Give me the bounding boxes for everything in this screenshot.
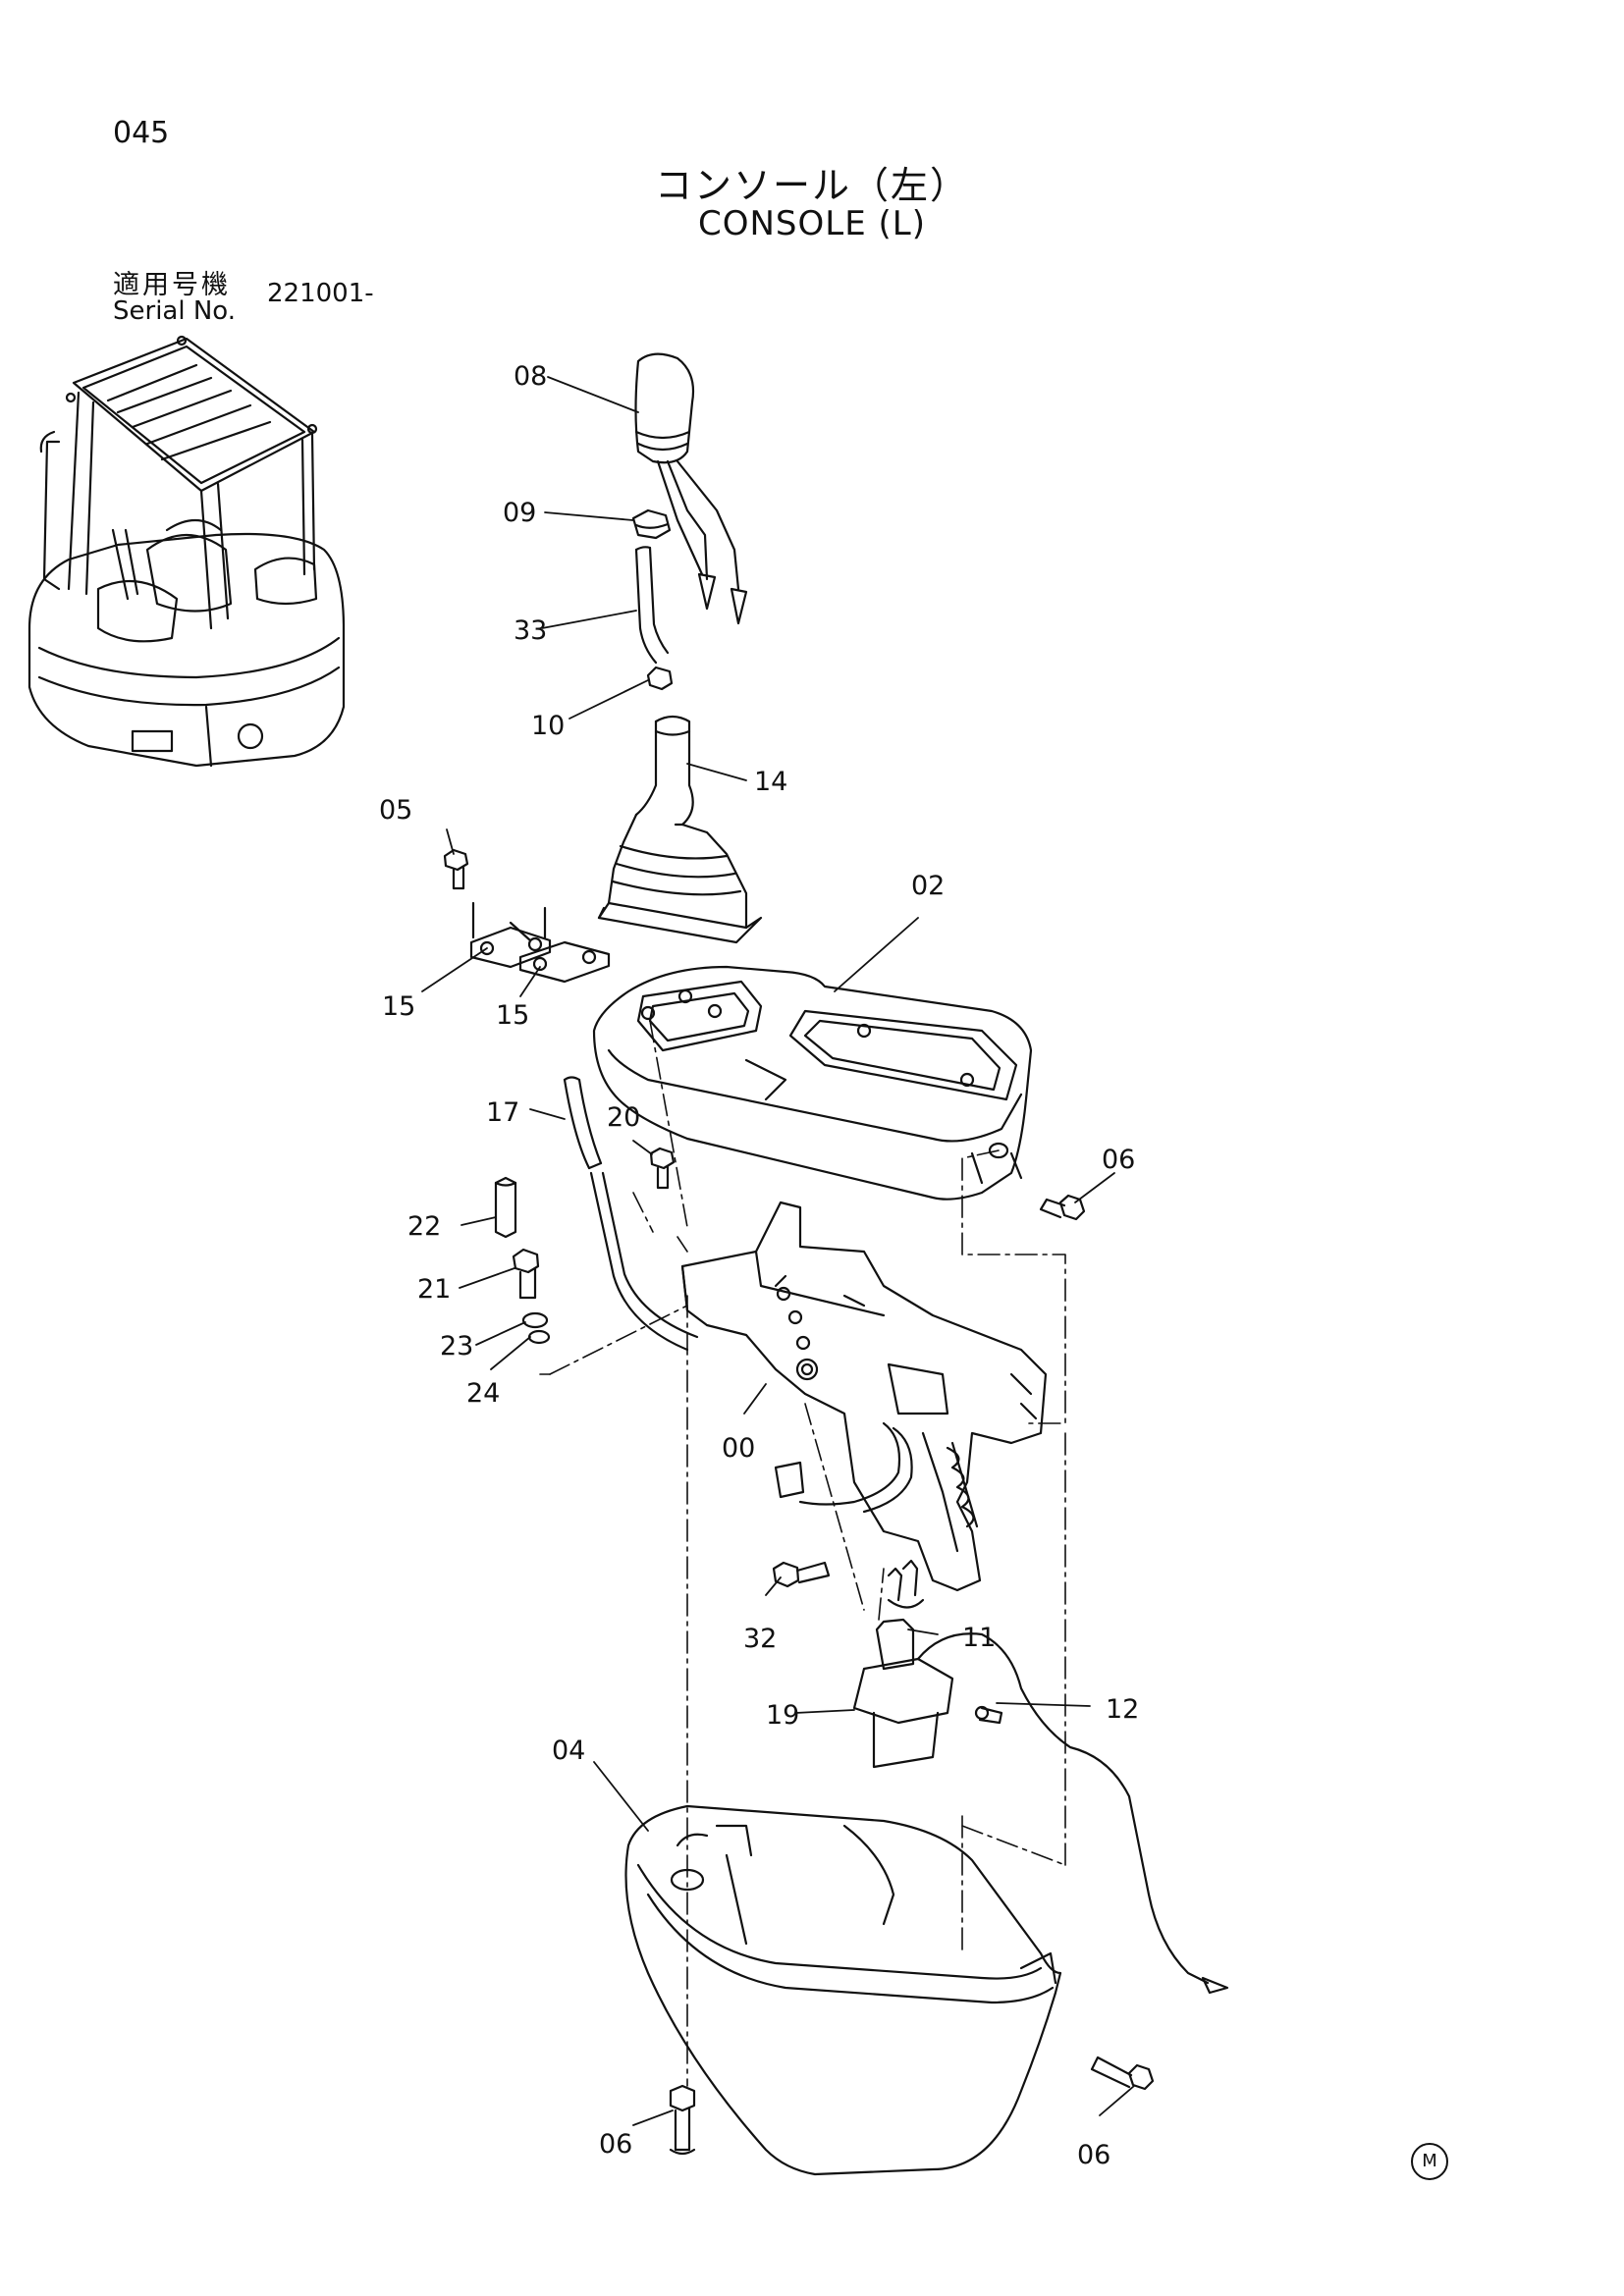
- callout-11: 11: [962, 1623, 996, 1653]
- page-number: 045: [113, 116, 170, 150]
- part-04-lower-cover: [624, 1804, 1062, 2176]
- callout-05: 05: [379, 795, 412, 826]
- part-19-switch-assembly: [852, 1559, 1229, 1995]
- part-32-bolt: [772, 1561, 831, 1588]
- part-06-screws-lower: [669, 2056, 1155, 2156]
- callout-24: 24: [466, 1378, 500, 1409]
- callout-32: 32: [743, 1624, 777, 1654]
- callout-02: 02: [911, 871, 945, 901]
- serial-label-english: Serial No.: [113, 296, 236, 326]
- corner-mark-m: M: [1411, 2143, 1448, 2180]
- callout-33: 33: [514, 615, 547, 646]
- callout-22: 22: [407, 1211, 441, 1242]
- part-00-pilot-valve-bracket: [680, 1201, 1048, 1592]
- callout-10: 10: [531, 711, 565, 741]
- leader-lines: [421, 376, 1135, 2126]
- serial-number-value: 221001-: [267, 279, 374, 308]
- callout-20: 20: [607, 1102, 640, 1133]
- page-title-japanese: コンソール（左）: [654, 164, 969, 207]
- part-06-screw-upper: [988, 1142, 1086, 1221]
- part-20-bolt: [649, 1147, 676, 1190]
- excavator-cab-illustration: [27, 335, 346, 768]
- callout-14: 14: [754, 767, 787, 797]
- serial-label-japanese: 適用号機: [113, 270, 231, 300]
- callout-19: 19: [766, 1700, 799, 1731]
- page-title-english: CONSOLE (L): [698, 204, 926, 243]
- part-02-console-cover: [592, 965, 1033, 1201]
- callout-08: 08: [514, 361, 547, 392]
- part-17-cable-tube: [563, 1076, 699, 1352]
- callout-15-left: 15: [382, 991, 415, 1022]
- part-10-nut: [646, 666, 674, 691]
- callout-12: 12: [1106, 1694, 1139, 1725]
- part-08-lever-grip: [634, 352, 748, 625]
- callout-06-lower-left: 06: [599, 2129, 632, 2160]
- part-09-nut: [631, 508, 672, 540]
- part-14-lever-boot: [597, 715, 763, 944]
- assembly-dash-lines: [539, 1020, 1066, 2087]
- callout-06-lower-right: 06: [1077, 2140, 1110, 2170]
- callout-06-upper: 06: [1102, 1145, 1135, 1175]
- part-05-bolt: [443, 848, 469, 890]
- callout-21: 21: [417, 1274, 451, 1305]
- callout-15-right: 15: [496, 1000, 529, 1031]
- callout-23: 23: [440, 1331, 473, 1362]
- parts-22-21-23-24-small-hardware: [494, 1176, 551, 1345]
- part-15-plates: [469, 901, 611, 984]
- callout-labels: 08 09 33 10 14 05 15 15 02 17 20 06 22 2…: [379, 361, 1139, 2170]
- callout-04: 04: [552, 1735, 585, 1766]
- callout-00: 00: [722, 1433, 755, 1464]
- callout-09: 09: [503, 498, 536, 528]
- callout-17: 17: [486, 1097, 519, 1128]
- part-33-lever-rod: [634, 546, 670, 665]
